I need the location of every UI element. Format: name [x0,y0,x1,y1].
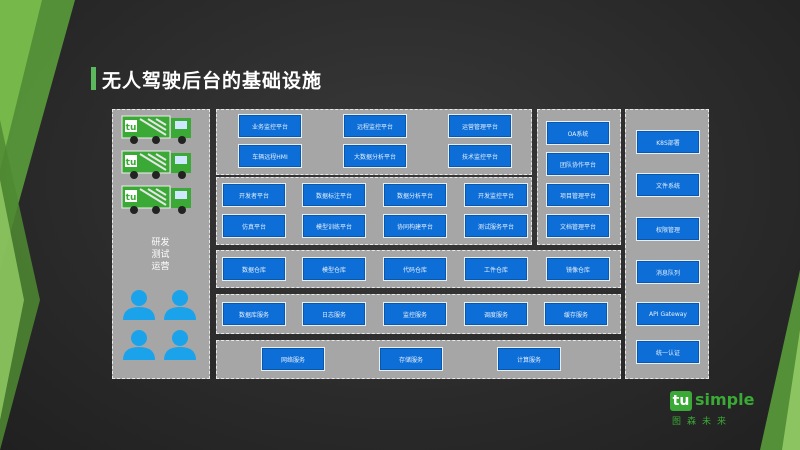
svg-text:tu: tu [126,193,137,203]
platform-box[interactable]: 远程监控平台 [343,114,407,138]
service-box[interactable]: 日志服务 [302,302,366,326]
repository-box[interactable]: 代码仓库 [383,257,447,281]
cross-cutting-box[interactable]: 权限管理 [636,217,700,241]
platform-box[interactable]: 技术监控平台 [448,144,512,168]
platform-box[interactable]: 开发监控平台 [464,183,528,207]
person-icon [164,290,196,320]
page-title: 无人驾驶后台的基础设施 [102,70,323,92]
cross-cutting-box[interactable]: API Gateway [636,302,700,326]
roles-label: 研发 测试 运营 [113,237,208,273]
cross-cutting-box[interactable]: 统一认证 [636,340,700,364]
platform-box[interactable]: 大数据分析平台 [343,144,407,168]
platform-box[interactable]: 数据分析平台 [383,183,447,207]
repository-box[interactable]: 工件仓库 [464,257,528,281]
platform-box[interactable]: 开发者平台 [222,183,286,207]
truck-image: tu [121,150,191,179]
infra-box[interactable]: 存储服务 [379,347,443,371]
platform-box[interactable]: 业务监控平台 [238,114,302,138]
person-icon [164,330,196,360]
person-icon [123,330,155,360]
platform-box[interactable]: 项目管理平台 [546,183,610,207]
logo-wordmark: simple [695,390,755,409]
svg-text:tu: tu [126,123,137,133]
svg-text:tu: tu [126,158,137,168]
roles-line: 运营 [151,262,170,272]
logo-chinese-name: 图森未来 [672,417,733,427]
platform-box[interactable]: 团队协作平台 [546,152,610,176]
cross-cutting-box[interactable]: K8S部署 [636,130,700,154]
platform-box[interactable]: 运营管理平台 [448,114,512,138]
title-accent-bar [91,67,96,90]
platform-box[interactable]: 协同构建平台 [383,214,447,238]
cross-cutting-box[interactable]: 文件系统 [636,173,700,197]
service-box[interactable]: 调度服务 [464,302,528,326]
roles-line: 研发 [151,238,170,248]
service-box[interactable]: 缓存服务 [544,302,608,326]
infra-box[interactable]: 计算服务 [497,347,561,371]
repository-box[interactable]: 镜像仓库 [546,257,610,281]
platform-box[interactable]: 测试服务平台 [464,214,528,238]
truck-image: tu [121,185,191,214]
platform-box[interactable]: 数据标注平台 [302,183,366,207]
cross-cutting-box[interactable]: 消息队列 [636,260,700,284]
truck-image: tu [121,115,191,144]
platform-box[interactable]: 文档管理平台 [546,214,610,238]
platform-box[interactable]: 车辆远程HMI [238,144,302,168]
repository-box[interactable]: 数据仓库 [222,257,286,281]
person-icon [123,290,155,320]
service-box[interactable]: 数据库服务 [222,302,286,326]
repository-box[interactable]: 模型仓库 [302,257,366,281]
roles-line: 测试 [151,250,170,260]
service-box[interactable]: 监控服务 [383,302,447,326]
infra-box[interactable]: 网络服务 [261,347,325,371]
cross-cutting-panel [625,109,709,379]
platform-box[interactable]: 模型训练平台 [302,214,366,238]
platform-box[interactable]: 仿真平台 [222,214,286,238]
logo-badge: tu [670,391,692,411]
platform-box[interactable]: OA系统 [546,121,610,145]
